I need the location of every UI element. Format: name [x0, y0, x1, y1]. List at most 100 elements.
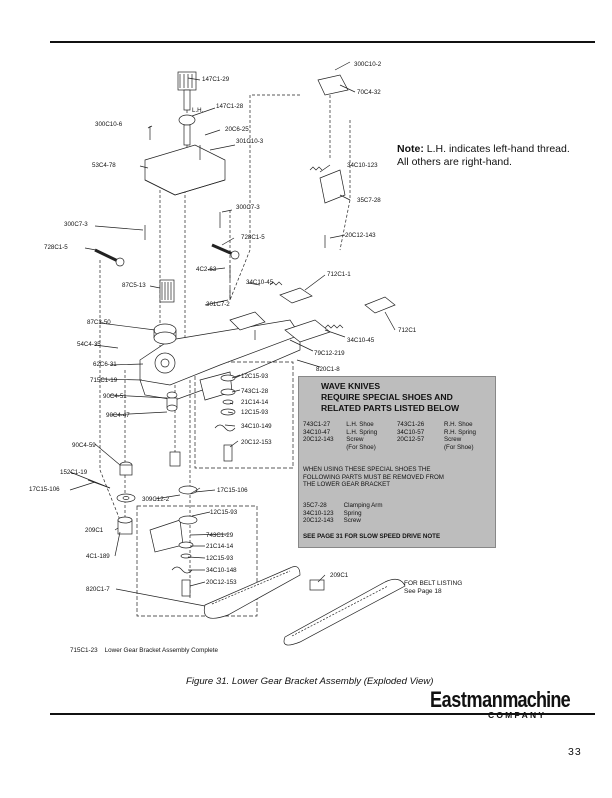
warning-line-1: WHEN USING THESE SPECIAL SHOES THE — [303, 466, 431, 473]
special-shoe-cell: R.H. Spring — [443, 428, 476, 436]
logo-company: COMPANY — [488, 710, 547, 720]
top-rule — [50, 41, 595, 43]
figure-caption: Figure 31. Lower Gear Bracket Assembly (… — [186, 676, 434, 687]
part-label: 300C7-3 — [64, 221, 88, 228]
part-label: L.H. — [192, 107, 204, 114]
wave-knives-title: WAVE KNIVES REQUIRE SPECIAL SHOES AND RE… — [321, 381, 459, 414]
part-label: 34C10-45 — [246, 279, 274, 286]
part-label: 17C15-106 — [217, 487, 248, 494]
part-label: 743C1-28 — [241, 388, 269, 395]
part-label: 12C15-93 — [210, 509, 238, 516]
special-shoe-cell: Screw — [443, 436, 462, 444]
special-shoe-row: (For Shoe)(For Shoe) — [303, 444, 491, 452]
company-logo: Eastmanmachine COMPANY — [430, 687, 590, 721]
part-label: 12C15-93 — [206, 555, 234, 562]
removal-warning: WHEN USING THESE SPECIAL SHOES THE FOLLO… — [303, 466, 491, 489]
special-shoe-cell: 34C10-57 — [396, 428, 425, 436]
note-label: Note: — [397, 143, 424, 155]
part-label: 87C3-50 — [87, 319, 111, 326]
wave-knives-title-line-3: RELATED PARTS LISTED BELOW — [321, 403, 460, 413]
removed-part-cell: 20C12-143 — [303, 517, 334, 525]
part-label: 20C12-153 — [241, 439, 272, 446]
belt-note-line-2: See Page 18 — [404, 588, 442, 595]
part-label: 728C1-5 — [44, 244, 68, 251]
part-label: 34C10-45 — [347, 337, 375, 344]
special-shoe-row: 20C12-143 Screw 20C12-57 Screw — [303, 436, 491, 444]
note-line-1: L.H. indicates left-hand thread. — [426, 143, 570, 155]
part-label: 90C4-51 — [103, 393, 127, 400]
page-number: 33 — [568, 746, 582, 758]
removed-part-cell: Clamping Arm — [343, 502, 383, 509]
part-label: 728C1-5 — [241, 234, 265, 241]
part-label: 53C4-78 — [92, 162, 116, 169]
special-shoe-cell: Screw — [346, 436, 364, 444]
note-line-2: All others are right-hand. — [397, 156, 512, 168]
part-label: 152C1-19 — [60, 469, 88, 476]
diagram-lines — [69, 61, 406, 646]
special-shoe-cell — [397, 444, 444, 452]
part-label: 12C15-93 — [241, 373, 269, 380]
special-shoe-cell: 20C12-143 — [303, 436, 334, 444]
wave-knives-box: WAVE KNIVES REQUIRE SPECIAL SHOES AND RE… — [298, 376, 496, 548]
special-shoe-cell: (For Shoe) — [346, 443, 376, 451]
special-shoe-cell: 20C12-57 — [396, 436, 425, 444]
logo-brand-a: Eastman — [430, 687, 503, 712]
warning-line-2: FOLLOWING PARTS MUST BE REMOVED FROM — [303, 473, 444, 481]
removed-part-row: 35C7-28 Clamping Arm — [303, 502, 392, 510]
special-shoe-cell: 34C10-47 — [303, 428, 331, 436]
part-label: 34C10-148 — [206, 567, 237, 574]
thread-note: Note: L.H. indicates left-hand thread. A… — [397, 143, 570, 169]
part-label: 34C10-123 — [347, 162, 378, 169]
part-label: 54C4-35 — [77, 341, 101, 348]
special-shoe-cell: 743C1-27 — [303, 421, 331, 428]
removed-part-cell: 34C10-123 — [303, 509, 334, 517]
part-label: 147C1-29 — [202, 76, 230, 83]
assembly-label: 715C1-23 Lower Gear Bracket Assembly Com… — [70, 647, 219, 654]
special-shoe-cell: R.H. Shoe — [443, 421, 473, 428]
part-label: 12C15-93 — [241, 409, 269, 416]
part-label: 87C5-13 — [122, 282, 146, 289]
belt-note-line-1: FOR BELT LISTING — [404, 580, 463, 587]
bottom-rule — [50, 713, 595, 715]
part-label: 301C10-3 — [236, 138, 264, 145]
part-label: 820C1-8 — [316, 366, 340, 373]
part-label: 20C12-143 — [345, 232, 376, 239]
slow-speed-note: SEE PAGE 31 FOR SLOW SPEED DRIVE NOTE — [303, 533, 441, 540]
part-label: 309C12-2 — [142, 496, 170, 503]
removed-part-cell: 35C7-28 — [303, 502, 327, 509]
logo-brand-b: machine — [502, 687, 570, 712]
part-label: 70C4-32 — [357, 89, 381, 96]
part-label: 62C6-31 — [93, 361, 117, 368]
part-label: 21C14-14 — [206, 543, 234, 550]
wave-knives-title-line-2: REQUIRE SPECIAL SHOES AND — [321, 392, 453, 402]
part-label: 300C10-2 — [354, 61, 382, 68]
part-label: 4C1-189 — [86, 553, 110, 560]
part-label: 712C1 — [398, 327, 417, 334]
part-label: 35C7-28 — [357, 197, 381, 204]
part-label: 20C12-153 — [206, 579, 237, 586]
part-label: 820C1-7 — [86, 586, 110, 593]
part-label: 17C15-106 — [29, 486, 60, 493]
part-label: 90C4-59 — [72, 442, 96, 449]
warning-line-3: THE LOWER GEAR BRACKET — [303, 481, 390, 489]
part-label: 4C2-63 — [196, 266, 217, 273]
part-label: 20C6-25 — [225, 126, 249, 133]
part-label: 715C1-19 — [90, 377, 118, 384]
belt-listing-note: FOR BELT LISTING See Page 18 — [404, 580, 462, 596]
part-label: 743C1-29 — [206, 532, 234, 539]
part-label: 301C7-2 — [206, 301, 230, 308]
logo-wordmark: Eastmanmachine — [430, 687, 571, 712]
part-label: 300C7-3 — [236, 204, 260, 211]
part-label: 147C1-28 — [216, 103, 244, 110]
special-shoe-cell: 743C1-26 — [396, 421, 425, 428]
part-label: 21C14-14 — [241, 399, 269, 406]
special-shoe-cell — [303, 444, 346, 452]
part-label: 209C1 — [85, 527, 104, 534]
part-label: 90C4-47 — [106, 412, 130, 419]
